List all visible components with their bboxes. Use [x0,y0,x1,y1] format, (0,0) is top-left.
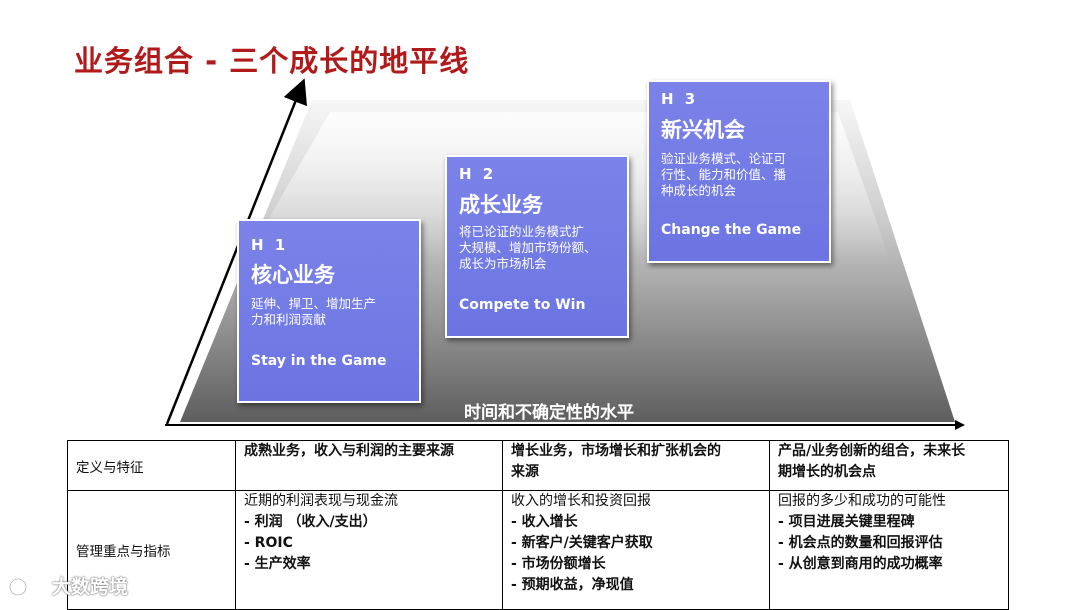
table-row-metrics: 管理重点与指标 近期的利润表现与现金流 - 利润 （收入/支出） - ROIC … [67,490,1009,610]
horizon-2-name: 成长业务 [459,193,543,217]
definition-cell-h2: 增长业务，市场增长和扩张机会的 来源 [502,440,770,491]
watermark-logo-icon [8,576,51,597]
horizon-2-box: H 2 成长业务 将已论证的业务模式扩 大规模、增加市场份额、 成长为市场机会 … [445,155,629,338]
row-label-definition: 定义与特征 [67,440,236,491]
horizon-3-name: 新兴机会 [661,118,745,142]
horizon-3-code: H 3 [661,90,699,108]
definition-cell-h3: 产品/业务创新的组合，未来长 期增长的机会点 [769,440,1009,491]
row-label-metrics: 管理重点与指标 [67,490,236,610]
horizon-3-desc: 验证业务模式、论证可 行性、能力和价值、播 种成长的机会 [661,151,787,198]
horizon-1-name: 核心业务 [251,263,335,287]
horizon-2-code: H 2 [459,165,497,183]
horizon-1-box: H 1 核心业务 延伸、捍卫、增加生产 力和利润贡献 Stay in the G… [237,219,421,403]
definition-cell-h1: 成熟业务，收入与利润的主要来源 [235,440,503,491]
horizon-1-desc: 延伸、捍卫、增加生产 力和利润贡献 [251,296,377,327]
horizon-1-code: H 1 [251,236,289,254]
vertical-axis-arrow [165,78,307,425]
watermark-text: 大数跨境 [52,576,129,598]
horizon-2-slogan: Compete to Win [459,297,586,313]
horizon-2-desc: 将已论证的业务模式扩 大规模、增加市场份额、 成长为市场机会 [459,224,597,271]
horizon-3-slogan: Change the Game [661,222,802,238]
horizon-1-slogan: Stay in the Game [251,353,387,369]
metrics-cell-h2: 收入的增长和投资回报 - 收入增长 - 新客户/关键客户获取 - 市场份额增长 … [502,490,770,610]
table-row-definition: 定义与特征 成熟业务，收入与利润的主要来源 增长业务，市场增长和扩张机会的 来源… [67,440,1009,491]
slide-title: 业务组合 - 三个成长的地平线 [74,44,470,78]
metrics-cell-h1: 近期的利润表现与现金流 - 利润 （收入/支出） - ROIC - 生产效率 [235,490,503,610]
metrics-cell-h3: 回报的多少和成功的可能性 - 项目进展关键里程碑 - 机会点的数量和回报评估 -… [769,490,1009,610]
horizon-table: 定义与特征 成熟业务，收入与利润的主要来源 增长业务，市场增长和扩张机会的 来源… [67,440,1009,610]
axis-label: 时间和不确定性的水平 [464,403,634,423]
horizontal-axis-arrowhead [955,420,965,430]
horizon-3-box: H 3 新兴机会 验证业务模式、论证可 行性、能力和价值、播 种成长的机会 Ch… [647,80,831,263]
